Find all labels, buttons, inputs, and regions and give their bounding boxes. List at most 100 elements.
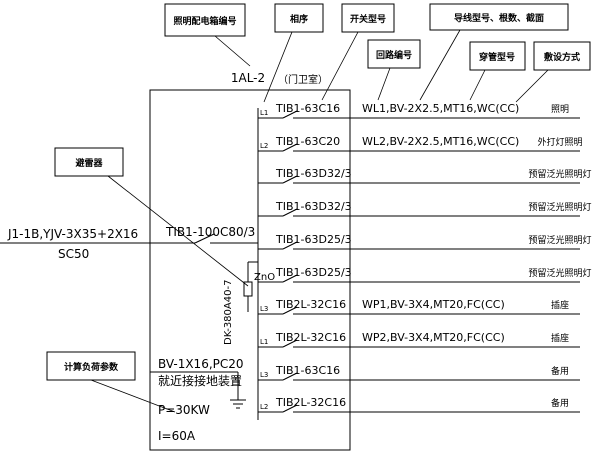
circuit-breaker: TIB1-63D25/3 [275,266,352,279]
circuit-phase: L3 [260,305,268,313]
incoming-conduit: SC50 [58,247,89,261]
surge-arrester: ZnO DK-380A40-7 [223,261,275,345]
ground-icon [230,399,246,409]
circuit-breaker: TIB2L-32C16 [275,396,346,409]
circuit-breaker-blade [282,339,298,348]
circuit-use: 预留泛光照明灯 [528,267,591,279]
callout-text: 导线型号、根数、截面 [454,12,544,24]
callout-box [367,39,421,69]
callout-switch-model: 开关型号 [321,3,395,101]
circuit-phase: L2 [260,142,268,150]
leader-line [469,69,486,101]
callout-laying-method: 敷设方式 [515,41,591,103]
circuit-row: TIB1-63D32/3 预留泛光照明灯 [258,200,592,217]
circuit-cable: WP1,BV-3X4,MT20,FC(CC) [362,298,505,311]
circuit-use: 插座 [551,332,569,344]
circuit-row: L2 TIB2L-32C16 备用 [258,396,580,413]
callout-text: 开关型号 [350,13,386,25]
circuit-breaker: TIB2L-32C16 [275,298,346,311]
circuit-breaker-blade [282,208,298,217]
arrester-model: DK-380A40-7 [223,280,234,345]
load-current: I=60A [158,429,196,443]
callout-conduit-model: 穿管型号 [469,41,526,101]
callout-surge-arrester: 避雷器 [54,147,249,287]
leader-line [107,175,249,287]
circuit-row: TIB1-63D25/3 预留泛光照明灯 [258,233,592,250]
callout-text: 照明配电箱编号 [173,15,236,27]
panel-id: 1AL-2 [231,71,265,85]
circuit-row: L3 TIB1-63C16 备用 [258,364,580,381]
circuit-phase: L1 [260,338,268,346]
callout-box [429,3,569,31]
leader-line [377,67,391,101]
callout-load-params: 计算负荷参数 [46,351,176,413]
circuit-row: L3 TIB2L-32C16 WP1,BV-3X4,MT20,FC(CC) 插座 [258,298,580,315]
circuit-row: TIB1-63D32/3 预留泛光照明灯 [258,167,592,184]
circuit-breaker-blade [282,306,298,315]
circuit-use: 预留泛光照明灯 [528,234,591,246]
circuit-cable: WL1,BV-2X2.5,MT16,WC(CC) [362,102,519,115]
panel-enclosure [149,89,351,451]
circuit-breaker-blade [282,241,298,250]
callout-box [54,147,124,177]
leader-line [263,31,293,103]
circuit-breaker-blade [282,404,298,413]
callout-text: 穿管型号 [479,51,515,63]
callout-box [533,41,591,71]
main-breaker-model: TIB1-100C80/3 [165,225,255,239]
circuit-breaker: TIB1-63D25/3 [275,233,352,246]
callout-panel-id: 照明配电箱编号 [164,3,251,67]
callout-wire-spec: 导线型号、根数、截面 [419,3,569,101]
circuit-phase: L2 [260,403,268,411]
callout-circuit-id: 回路编号 [367,39,421,101]
leader-line [321,31,359,101]
circuit-row: L1 TIB2L-32C16 WP2,BV-3X4,MT20,FC(CC) 插座 [258,331,580,348]
circuit-use: 插座 [551,299,569,311]
circuit-breaker-blade [282,143,298,152]
load-power: P=30KW [158,403,210,417]
circuit-breaker: TIB1-63D32/3 [275,167,352,180]
circuit-cable: WP2,BV-3X4,MT20,FC(CC) [362,331,505,344]
ground-wire-spec: BV-1X16,PC20 [158,357,244,371]
callout-phase: 相序 [263,3,324,103]
ground-note: 就近接接地装置 [158,373,242,388]
circuit-breaker-blade [282,110,298,119]
callout-text: 敷设方式 [544,51,580,63]
circuit-phase: L3 [260,371,268,379]
circuit-phase: L1 [260,109,268,117]
callout-text: 回路编号 [376,49,412,61]
callout-box [469,41,526,71]
arrester-zn-label: ZnO [254,272,275,283]
callout-text: 计算负荷参数 [64,361,119,373]
circuit-breaker: TIB2L-32C16 [275,331,346,344]
main-breaker-blade [194,233,215,244]
incoming-cable: J1-1B,YJV-3X35+2X16 [7,227,138,241]
circuit-row: L1 TIB1-63C16 WL1,BV-2X2.5,MT16,WC(CC) 照明 [258,102,580,119]
circuit-breaker-blade [282,274,298,283]
circuit-breaker-blade [282,372,298,381]
circuit-use: 外打灯照明 [537,136,582,148]
callout-text: 相序 [290,13,308,25]
circuit-use: 照明 [551,104,569,115]
circuit-breaker: TIB1-63C16 [275,102,340,115]
circuit-use: 预留泛光照明灯 [528,201,591,213]
callout-text: 避雷器 [75,157,103,169]
circuit-breaker: TIB1-63C16 [275,364,340,377]
circuit-breaker-blade [282,175,298,184]
leader-line [515,69,549,103]
leader-line [214,35,251,67]
circuit-use: 备用 [551,397,569,409]
panel-location: （门卫室） [278,73,328,86]
callout-box [274,3,324,33]
circuit-breaker: TIB1-63D32/3 [275,200,352,213]
callout-box [164,3,246,37]
circuit-cable: WL2,BV-2X2.5,MT16,WC(CC) [362,135,519,148]
circuit-use: 预留泛光照明灯 [528,168,591,180]
circuit-use: 备用 [551,365,569,377]
circuit-breaker: TIB1-63C20 [275,135,340,148]
callout-box [341,3,395,33]
leader-line [90,379,176,413]
leader-line [419,29,461,101]
